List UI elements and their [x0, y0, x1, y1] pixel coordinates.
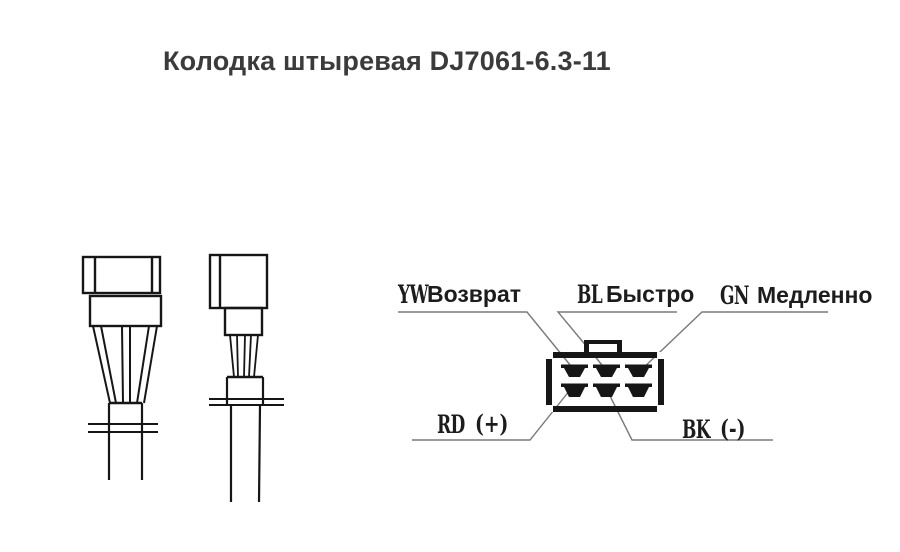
pin-top-right: [625, 364, 652, 377]
wire-fan: [92, 325, 158, 404]
wire-code-yw: YW: [398, 280, 429, 309]
housing-top-block: [81, 255, 162, 295]
housing-top-block: [208, 253, 269, 310]
pin-label-yw: YW Возврат: [398, 282, 521, 307]
pin-top-middle: [593, 364, 620, 377]
pin-label-bk: BK (-): [682, 414, 753, 444]
pin-top-left: [561, 364, 588, 377]
wire-function-yw: Возврат: [427, 281, 522, 307]
pin-bottom-left: [561, 383, 588, 397]
connector-body-outline: [546, 352, 664, 412]
wire-polarity-rd: (+): [475, 409, 509, 438]
housing-lower-block: [223, 306, 264, 337]
wire-function-gn: Медленно: [757, 282, 873, 308]
pin-bottom-middle: [593, 383, 620, 397]
leader-yw: [398, 311, 576, 372]
connector-face-diagram: [398, 311, 828, 441]
wire-code-gn: GN: [720, 281, 749, 310]
pin-label-rd: RD (+): [437, 409, 518, 439]
pin-label-bl: BL Быстро: [577, 282, 694, 307]
leader-gn: [639, 311, 828, 372]
cable-sides: [107, 403, 144, 480]
side-view-figure-narrow: [208, 253, 284, 503]
cable-sides: [229, 404, 262, 503]
wire-bundle: [229, 334, 259, 378]
pin-bottom-right: [625, 383, 652, 397]
pin-label-gn: GN Медленно: [720, 283, 872, 308]
wire-code-bl: BL: [577, 280, 603, 309]
side-view-figure-wide: [81, 255, 163, 480]
blade-terminals: [561, 364, 652, 397]
wire-polarity-bk: (-): [720, 414, 746, 443]
cable-clamp-band: [209, 398, 284, 406]
housing-lower-block: [88, 294, 163, 328]
wire-code-bk: BK: [682, 415, 710, 444]
wire-function-bl: Быстро: [606, 281, 695, 307]
cable-clamp-band: [88, 423, 158, 433]
sleeve-sides: [225, 377, 265, 405]
wire-code-rd: RD: [437, 410, 465, 439]
page-title: Колодка штыревая DJ7061-6.3-11: [163, 46, 611, 76]
corner-notches: [546, 352, 664, 412]
